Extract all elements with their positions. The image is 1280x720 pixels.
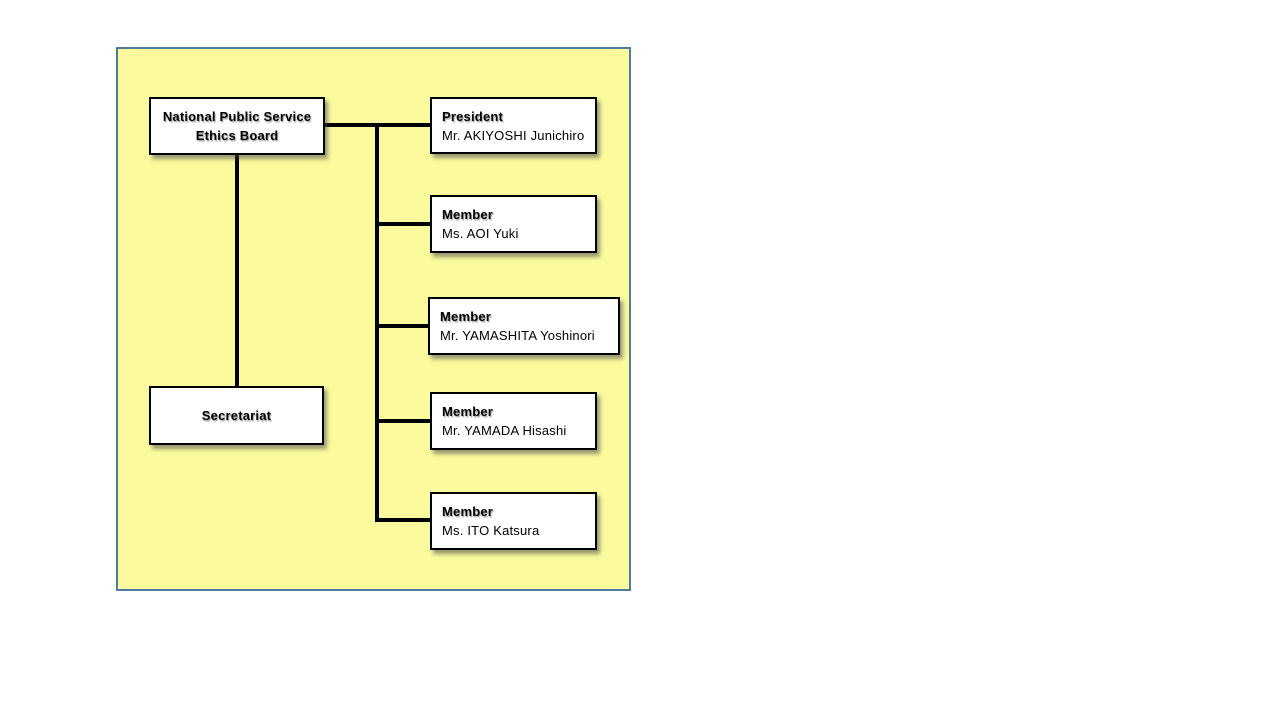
connector-stub-member-yamashita [375,324,428,328]
connector-trunk-vertical [375,123,379,522]
connector-stub-member-ito [375,518,430,522]
node-secretariat-label: Secretariat [201,408,272,423]
node-member-ito: Member Ms. ITO Katsura [430,492,597,550]
node-ethics-board-line2: Ethics Board [195,128,279,143]
node-member-yamashita-name: Mr. YAMASHITA Yoshinori [440,328,595,343]
node-member-ito-title: Member [442,504,494,519]
node-secretariat: Secretariat [149,386,324,445]
node-member-ito-name: Ms. ITO Katsura [442,523,540,538]
node-member-yamada: Member Mr. YAMADA Hisashi [430,392,597,450]
node-president-name: Mr. AKIYOSHI Junichiro [442,127,585,143]
node-member-aoi: Member Ms. AOI Yuki [430,195,597,253]
node-president-title: President [442,108,504,124]
connector-board-to-secretariat [235,155,239,386]
node-president: President Mr. AKIYOSHI Junichiro [430,97,597,154]
node-member-yamashita: Member Mr. YAMASHITA Yoshinori [428,297,620,355]
node-member-yamada-name: Mr. YAMADA Hisashi [442,423,567,438]
node-member-yamashita-title: Member [440,309,492,324]
org-chart-panel: National Public Service Ethics Board Sec… [116,47,631,591]
node-ethics-board-line1: National Public Service [162,109,312,124]
node-member-aoi-title: Member [442,207,494,222]
node-ethics-board: National Public Service Ethics Board [149,97,325,155]
connector-stub-member-aoi [375,222,430,226]
node-member-aoi-name: Ms. AOI Yuki [442,226,519,241]
connector-stub-member-yamada [375,419,430,423]
node-member-yamada-title: Member [442,404,494,419]
